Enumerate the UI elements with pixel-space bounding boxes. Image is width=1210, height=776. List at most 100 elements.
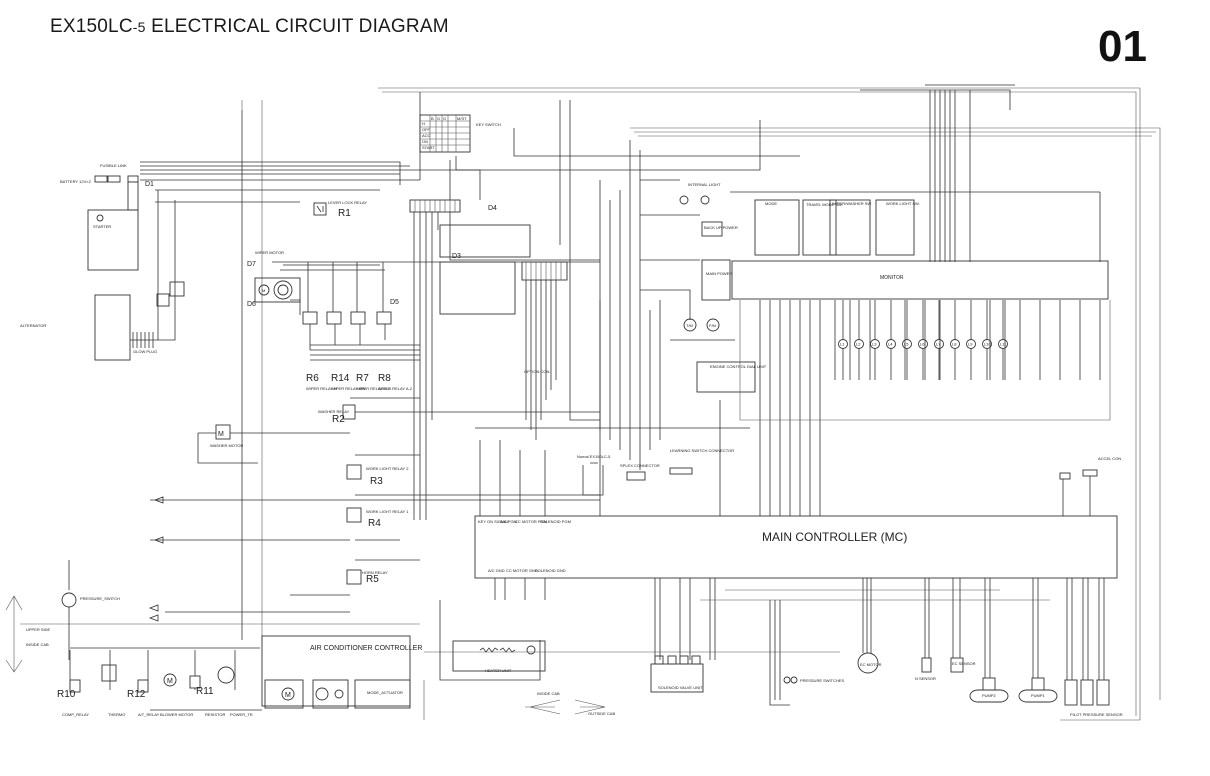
pressure-switch: PRESSURE_SWITCH UPPER SIDE INSIDE CAB [5, 560, 120, 673]
svg-text:M: M [218, 431, 224, 438]
relay-r3-id: R3 [370, 476, 383, 487]
blower-motor-label: BLOWER MOTOR [160, 712, 193, 717]
monitor-lamp-l10 [982, 339, 992, 349]
intake-actuator-box [312, 679, 349, 709]
relay-r3-label: WORK LIGHT RELAY 2 [366, 466, 409, 471]
svg-text:F/M: F/M [709, 323, 716, 328]
monitor-lamp-l1 [838, 339, 848, 349]
relay-r2-label: WASHER RELAY [318, 409, 350, 414]
title-suffix: -5 [132, 19, 146, 35]
diode-d7-label: D7 [247, 261, 256, 268]
ac-controller-section: AIR CONDITIONER CONTROLLER MODE_ACTUATOR… [57, 635, 422, 717]
alternator-block [94, 294, 131, 361]
ks-row-h: H [422, 121, 425, 126]
starter-label: STARTER [93, 224, 111, 229]
n-sensor-label: N SENSOR [915, 676, 936, 681]
thermo-icon [101, 664, 117, 682]
pilot-sensor-1 [1064, 679, 1078, 706]
ks-row-on: ON [422, 139, 428, 144]
ec-motor-label: EC MOTOR [860, 662, 882, 667]
starter-motor-icon [96, 214, 104, 222]
wiper-section: WIPER MOTOR D7 D6 M D5 R6 WIPER RELAY H … [247, 250, 600, 391]
pump1-label: PUMP1 [1031, 693, 1046, 698]
thermo-label: THERMO [108, 712, 125, 717]
internal-light-2 [700, 195, 710, 205]
splex-label: SPLEX CONNECTOR [620, 463, 660, 468]
main-controller: MAIN CONTROLLER (MC) KEY ON SIGNAL A/C P… [474, 515, 1118, 660]
internal-light-1 [679, 195, 689, 205]
monitor-lamp-label: L7 [936, 342, 941, 347]
battery-cell-2 [107, 175, 121, 183]
mc-pin-key-on: KEY ON SIGNAL [478, 519, 510, 524]
monitor-section: MONITOR MODE TRAVEL MODE SW. WIPER/WASHE… [730, 84, 1111, 520]
monitor-lamp-label: L10 [984, 342, 991, 347]
svg-text:M: M [285, 692, 291, 699]
mix-actuator-box [264, 679, 304, 709]
radio-block [439, 261, 516, 315]
gauge-section: INTERNAL LIGHT BACK UP POWER MAIN POWER … [599, 140, 767, 470]
key-switch-label: KEY SWITCH [476, 122, 501, 127]
relay-r12-id: R12 [127, 689, 146, 700]
glow-plug-label: GLOW PLUG [133, 349, 157, 354]
main-power-box [701, 259, 731, 301]
connector-block-center: D4 D3 OPTION CON. [409, 199, 568, 520]
monitor-lamp-label: L3 [872, 342, 877, 347]
learning-switch-label: LEARNING SWITCH CONNECTOR [670, 448, 734, 453]
bus-frames [20, 87, 1161, 721]
pressure-switches-label: PRESSURE SWITCHES [800, 678, 845, 683]
at-relay-label: A/T_RELAY [138, 712, 160, 717]
mc-pin-ac-pgm: A/C PGM [500, 519, 517, 524]
engine-control-label: ENGINE CONTROL DIAL UNIT [710, 364, 767, 369]
monitor-lamp-l8 [950, 339, 960, 349]
outside-cab-label: OUTSIDE CAB [588, 711, 615, 716]
ks-col-b: B [431, 116, 434, 121]
monitor-lamp-label: L5 [904, 342, 909, 347]
mc-pin-cc-gnd: CC MOTOR GND [506, 568, 538, 573]
diode-d4-label: D4 [488, 205, 497, 212]
monitor-lamp-l5 [902, 339, 912, 349]
relay-r5: R5 HORN RELAY [290, 559, 420, 596]
blower-motor-icon [163, 673, 177, 687]
wiper-motor-label: WIPER MOTOR [255, 250, 284, 255]
monitor-lamp-l2 [854, 339, 864, 349]
upper-side-label: UPPER SIDE [26, 627, 51, 632]
diode-d3-label: D3 [452, 253, 461, 260]
wiper-relay-r8 [376, 311, 392, 325]
accel-connector: ACCEL CON [1059, 456, 1121, 516]
diode-d6-label: D6 [247, 301, 256, 308]
diode-d1-label: D1 [145, 181, 154, 188]
internal-light-label: INTERNAL LIGHT [688, 182, 721, 187]
monitor-label: MONITOR [880, 275, 904, 281]
mode-actuator-label: MODE_ACTUATOR [367, 690, 403, 695]
relay-r11-id: R11 [196, 686, 214, 697]
relay-r4-label: WORK LIGHT RELAY 1 [366, 509, 409, 514]
fuel-gauge-icon [706, 318, 720, 332]
mid-connectors: Nomal EX150LC-5 SPLEX CONNECTOR LEARNING… [475, 300, 750, 520]
relay-r2: R2 WASHER RELAY M WASHER MOTOR [197, 397, 600, 464]
relay-r12-icon [137, 679, 149, 693]
monitor-lamp-label: L2 [856, 342, 861, 347]
main-controller-box [474, 515, 1118, 579]
pressure-switches: PRESSURE SWITCHES [769, 600, 845, 706]
power-lines [140, 92, 800, 421]
svg-text:T/M: T/M [686, 323, 693, 328]
diode-d5-label: D5 [390, 299, 399, 306]
battery-starter-section: FUSIBLE LINK BATTERY 12V×2 D1 STARTER AL… [20, 163, 185, 361]
relay-r10-id: R10 [57, 689, 76, 700]
relay-r3: R3 WORK LIGHT RELAY 2 [346, 454, 600, 496]
cab-arrows: INSIDE CAB OUTSIDE CAB [525, 691, 615, 716]
engine-control-dial [696, 361, 756, 393]
wiper-washer-label: WIPER/WASHER SW. [832, 201, 872, 206]
ac-controller-label: AIR CONDITIONER CONTROLLER [310, 645, 422, 652]
work-light-sw-label: WORK LIGHT SW. [886, 201, 920, 206]
pressure-switch-label: PRESSURE_SWITCH [80, 596, 120, 601]
monitor-lamp-l4 [886, 339, 896, 349]
relay-r8-id: R8 [378, 373, 391, 384]
radio-connector [521, 261, 568, 281]
ks-col-mst: M/ST [457, 116, 467, 121]
relay-r11-icon [189, 675, 201, 689]
washer-motor-label: WASHER MOTOR [210, 443, 243, 448]
monitor-lamp-label: L1 [840, 342, 845, 347]
